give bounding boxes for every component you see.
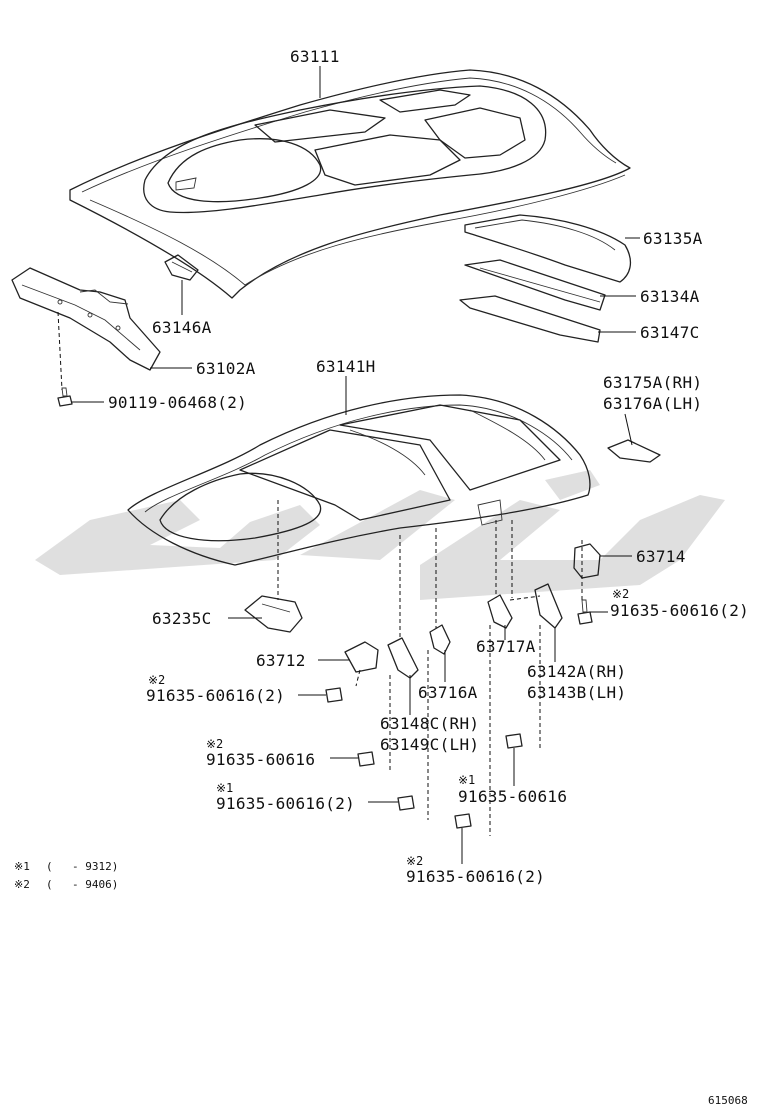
- bracket-63148c-drawing: [387, 637, 419, 679]
- mark-b6: ※2: [406, 854, 423, 868]
- rail-63147c-drawing: [459, 295, 601, 343]
- label-63175a: 63175A(RH): [603, 373, 702, 392]
- label-63134a: 63134A: [640, 287, 700, 306]
- label-63146a: 63146A: [152, 318, 212, 337]
- label-bolt-b3: 91635-60616: [206, 750, 315, 769]
- label-63142a: 63142A(RH): [527, 662, 626, 681]
- label-63712: 63712: [256, 651, 306, 670]
- note-2-mark: ※2: [14, 878, 30, 891]
- mark-b2: ※2: [148, 673, 165, 687]
- roof-panel-drawing: [69, 69, 631, 299]
- bracket-63717a-drawing: [487, 594, 513, 629]
- bolt-90119-drawing: [57, 387, 73, 407]
- footnotes: ※1 ( - 9312) ※2 ( - 9406): [14, 860, 118, 891]
- mark-b4: ※1: [216, 781, 233, 795]
- label-63148c: 63148C(RH): [380, 714, 479, 733]
- label-63141h: 63141H: [316, 357, 376, 376]
- label-63716a: 63716A: [418, 683, 478, 702]
- label-63176a: 63176A(LH): [603, 394, 702, 413]
- label-63149c: 63149C(LH): [380, 735, 479, 754]
- label-63135a: 63135A: [643, 229, 703, 248]
- bracket-63146a-drawing: [164, 254, 199, 281]
- bracket-63714-drawing: [573, 543, 601, 579]
- label-63714: 63714: [636, 547, 686, 566]
- mark-b3: ※2: [206, 737, 223, 751]
- roof-frame-drawing: [127, 394, 591, 566]
- note-1-open: (: [46, 860, 53, 873]
- label-bolt-b6: 91635-60616(2): [406, 867, 545, 886]
- part-labels: 63111 63135A 63134A 63147C 63146A 63102A…: [108, 47, 749, 886]
- note-1-mark: ※1: [14, 860, 30, 873]
- label-bolt-b1: 91635-60616(2): [146, 686, 285, 705]
- watermark-logo: [35, 470, 725, 600]
- note-1-value: - 9312): [72, 860, 118, 873]
- bolt-b3-drawing: [357, 751, 375, 767]
- bolt-b1-drawing: [325, 687, 343, 703]
- mark-b1-top: ※2: [612, 587, 629, 601]
- bolt-b4-drawing: [397, 795, 415, 811]
- label-63143b: 63143B(LH): [527, 683, 626, 702]
- label-bolt-63714: 91635-60616(2): [610, 601, 749, 620]
- label-bolt-b5: 91635-60616: [458, 787, 567, 806]
- dashed-assembly-lines: [57, 311, 583, 836]
- rail-63135a-drawing: [464, 214, 632, 283]
- bolt-b5-drawing: [505, 733, 523, 749]
- mark-b5: ※1: [458, 773, 475, 787]
- note-2-value: - 9406): [72, 878, 118, 891]
- bracket-63716a-drawing: [429, 624, 451, 655]
- leader-lines: [72, 66, 640, 864]
- bolt-b6-drawing: [454, 813, 472, 829]
- label-63147c: 63147C: [640, 323, 700, 342]
- header-63102a-drawing: [11, 267, 161, 371]
- bracket-63142a-drawing: [534, 583, 563, 629]
- note-2-open: (: [46, 878, 53, 891]
- label-bolt-b4: 91635-60616(2): [216, 794, 355, 813]
- bolt-63714-drawing: [577, 599, 593, 625]
- rail-63134a-drawing: [464, 259, 606, 311]
- label-63111: 63111: [290, 47, 340, 66]
- label-63235c: 63235C: [152, 609, 212, 628]
- label-90119: 90119-06468(2): [108, 393, 247, 412]
- bracket-63175a-drawing: [607, 439, 661, 463]
- bracket-63235c-drawing: [244, 595, 303, 633]
- label-63102a: 63102A: [196, 359, 256, 378]
- label-63717a: 63717A: [476, 637, 536, 656]
- bracket-63712-drawing: [344, 641, 379, 673]
- diagram-id: 615068: [708, 1094, 748, 1107]
